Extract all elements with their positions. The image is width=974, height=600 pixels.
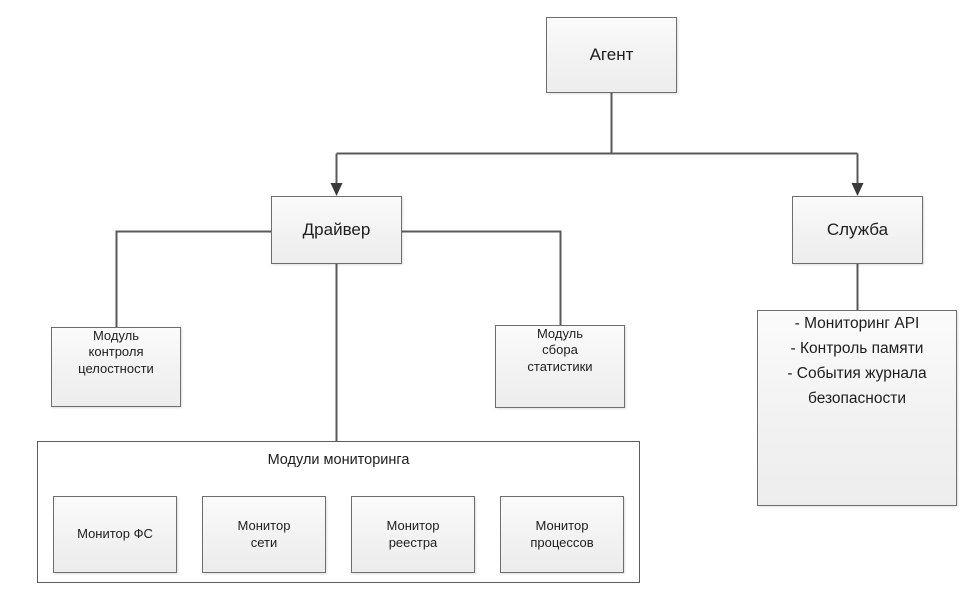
node-integrity-module-line-2: контроля	[88, 344, 144, 360]
node-agent-label: Агент	[589, 45, 634, 65]
monitor-module-processes-line-1: Монитор	[535, 517, 589, 533]
node-agent[interactable]: Агент	[546, 17, 677, 93]
node-service-features[interactable]: - Мониторинг API - Контроль памяти - Соб…	[757, 310, 957, 506]
node-integrity-module[interactable]: Модуль контроля целостности	[51, 327, 181, 407]
monitor-module-registry-line-1: Монитор	[386, 517, 440, 533]
service-feature-line-3: - События журнала	[787, 365, 927, 383]
monitor-module-registry[interactable]: Монитор реестра	[351, 496, 475, 573]
monitoring-modules-group: Модули мониторинга Монитор ФС Монитор се…	[37, 441, 640, 583]
monitor-module-network-line-2: сети	[250, 534, 278, 550]
service-feature-line-1: - Мониторинг API	[794, 315, 920, 332]
monitor-module-fs[interactable]: Монитор ФС	[53, 496, 177, 573]
monitor-module-network[interactable]: Монитор сети	[202, 496, 326, 573]
monitor-module-network-line-1: Монитор	[237, 517, 291, 533]
node-driver[interactable]: Драйвер	[271, 196, 402, 264]
node-service[interactable]: Служба	[792, 196, 923, 264]
node-service-label: Служба	[826, 220, 889, 240]
monitor-module-registry-line-2: реестра	[388, 534, 438, 550]
monitoring-modules-group-title: Модули мониторинга	[267, 452, 410, 468]
node-stats-module[interactable]: Модуль сбора статистики	[495, 325, 625, 408]
arrowhead-driver	[330, 183, 343, 196]
node-stats-module-line-2: сбора	[542, 342, 578, 358]
node-driver-label: Драйвер	[302, 220, 371, 240]
monitor-module-fs-label: Монитор ФС	[77, 526, 153, 542]
connector-driver-to-stats	[402, 230, 562, 325]
monitor-module-processes[interactable]: Монитор процессов	[500, 496, 624, 573]
arrowhead-service	[851, 183, 864, 196]
service-feature-line-4: безопасности	[808, 390, 906, 408]
service-feature-line-2: - Контроль памяти	[790, 340, 924, 358]
node-integrity-module-line-1: Модуль	[92, 328, 140, 343]
node-integrity-module-line-3: целостности	[78, 360, 154, 376]
monitor-module-processes-line-2: процессов	[530, 534, 594, 550]
node-stats-module-line-3: статистики	[527, 358, 593, 374]
node-stats-module-line-1: Модуль	[536, 326, 584, 341]
connector-driver-to-integrity	[115, 230, 271, 327]
